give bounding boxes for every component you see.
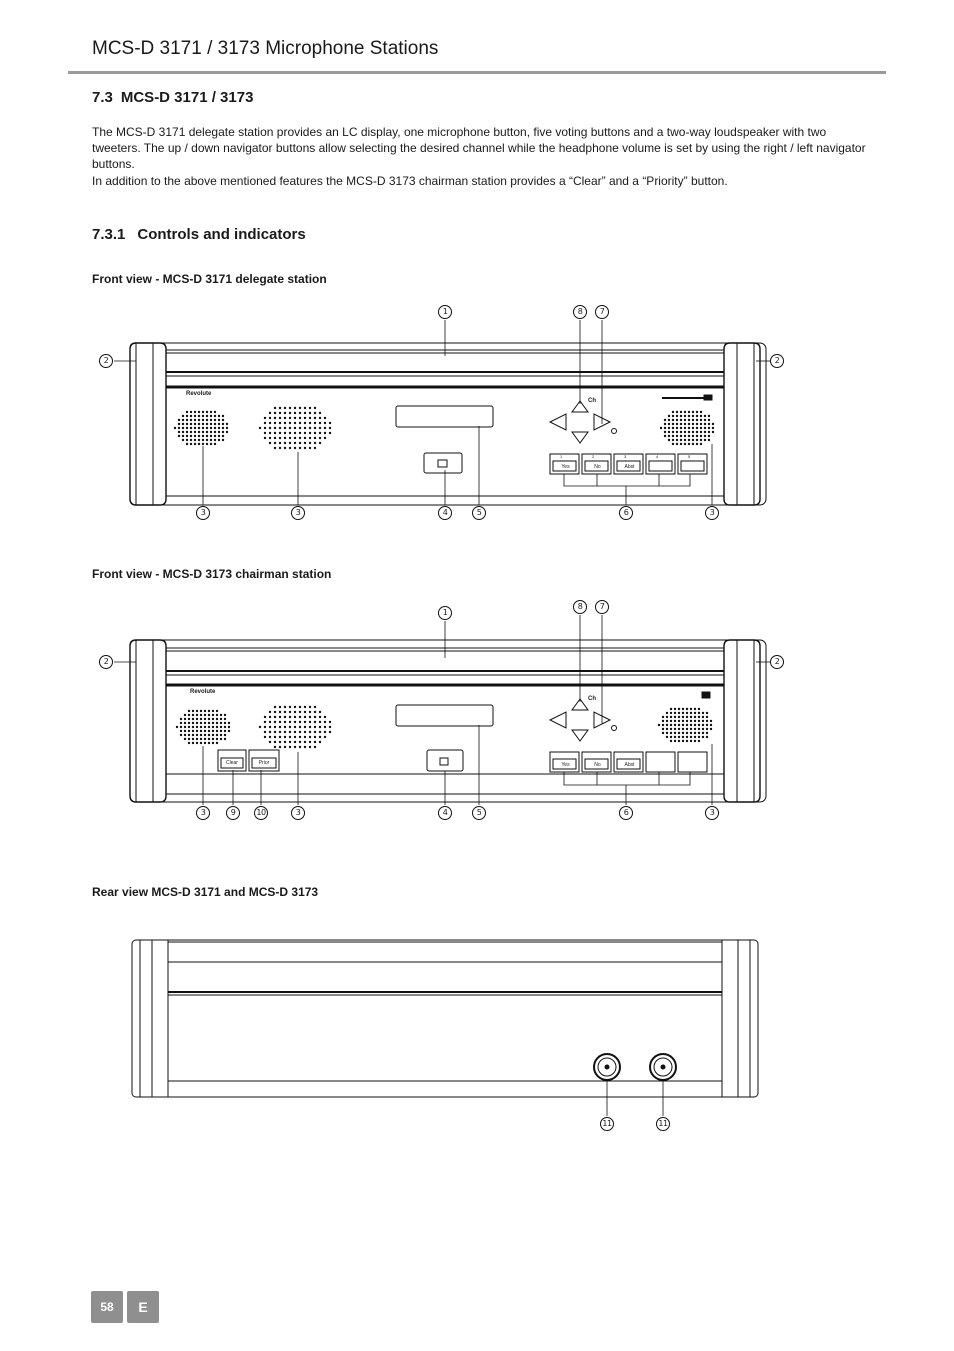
intro-paragraph-2: In addition to the above mentioned featu… (92, 173, 728, 188)
speaker-grilles-chairman (175, 705, 713, 749)
page-number-badge: 58 (91, 1291, 123, 1323)
callout-10: 10 (254, 806, 268, 820)
callout-2-right: 2 (770, 655, 784, 669)
callout-8: 8 (573, 600, 587, 614)
callout-1: 1 (438, 606, 452, 620)
ch-label-delegate: Ch (588, 398, 596, 404)
brand-logo-chairman: Revolute (190, 689, 216, 695)
callout-6: 6 (619, 506, 633, 520)
loudspeaker-grille (258, 406, 332, 450)
button-label-prior: Prior (258, 760, 270, 766)
callout-2-right: 2 (770, 354, 784, 368)
button-label-abst: Abst (624, 464, 635, 470)
connector-right (649, 1053, 677, 1081)
callout-5: 5 (472, 506, 486, 520)
button-label-clear: Clear (226, 760, 238, 766)
button-label-no-chairman: No (594, 762, 601, 768)
section-heading: 7.3 MCS-D 3171 / 3173 (92, 89, 261, 106)
delegate-front-diagram: Revolute Ch Yes No Abst 1 2 3 4 5 1 8 7 … (0, 298, 954, 533)
callout-7: 7 (595, 600, 609, 614)
figure-caption-rear: Rear view MCS-D 3171 and MCS-D 3173 (92, 885, 319, 899)
callout-3-b: 3 (291, 806, 305, 820)
button-label-abst-chairman: Abst (624, 762, 635, 768)
callout-3-a: 3 (196, 806, 210, 820)
connector-left (593, 1053, 621, 1081)
callout-11-left: 11 (600, 1117, 614, 1131)
tweeter-grille-left (173, 410, 229, 446)
subsection-heading: 7.3.1 Controls and indicators (92, 226, 306, 243)
callout-1: 1 (438, 305, 452, 319)
intro-text: The MCS-D 3171 delegate station provides… (92, 124, 872, 189)
callout-4: 4 (438, 806, 452, 820)
loudspeaker-grille (258, 705, 332, 749)
header-rule (68, 71, 886, 74)
callout-3-a: 3 (196, 506, 210, 520)
callout-5: 5 (472, 806, 486, 820)
figure-caption-chairman: Front view - MCS-D 3173 chairman station (92, 567, 332, 581)
callout-3-b: 3 (291, 506, 305, 520)
intro-paragraph-1: The MCS-D 3171 delegate station provides… (92, 125, 866, 172)
callout-3-c: 3 (705, 506, 719, 520)
button-number-5: 5 (688, 454, 691, 459)
rear-view-diagram: 11 11 (0, 930, 954, 1140)
callout-8: 8 (573, 305, 587, 319)
tweeter-grille-right (657, 707, 713, 743)
subsection-number: 7.3.1 (92, 226, 126, 243)
page-title: MCS-D 3171 / 3173 Microphone Stations (92, 38, 439, 59)
callout-6: 6 (619, 806, 633, 820)
button-label-no: No (594, 464, 601, 470)
button-number-3: 3 (624, 454, 627, 459)
chairman-front-diagram: Revolute Ch Clear Prior Yes No Abst 1 8 … (0, 598, 954, 833)
subsection-title: Controls and indicators (137, 226, 306, 243)
section-number: 7.3 (92, 89, 113, 106)
brand-logo-delegate: Revolute (186, 391, 212, 397)
callout-4: 4 (438, 506, 452, 520)
speaker-grilles-delegate (173, 406, 715, 450)
tweeter-grille-left (175, 709, 231, 745)
button-number-2: 2 (592, 454, 595, 459)
callout-9: 9 (226, 806, 240, 820)
figure-caption-delegate: Front view - MCS-D 3171 delegate station (92, 272, 327, 286)
ch-label-chairman: Ch (588, 696, 596, 702)
button-label-yes: Yes (561, 464, 570, 470)
button-number-1: 1 (560, 454, 563, 459)
section-title: MCS-D 3171 / 3173 (120, 89, 254, 106)
callout-7: 7 (595, 305, 609, 319)
callout-11-right: 11 (656, 1117, 670, 1131)
button-label-yes-chairman: Yes (561, 762, 570, 768)
language-badge: E (127, 1291, 159, 1323)
callout-3-c: 3 (705, 806, 719, 820)
callout-2-left: 2 (99, 655, 113, 669)
callout-2-left: 2 (99, 354, 113, 368)
button-number-4: 4 (656, 454, 659, 459)
tweeter-grille-right (659, 410, 715, 446)
